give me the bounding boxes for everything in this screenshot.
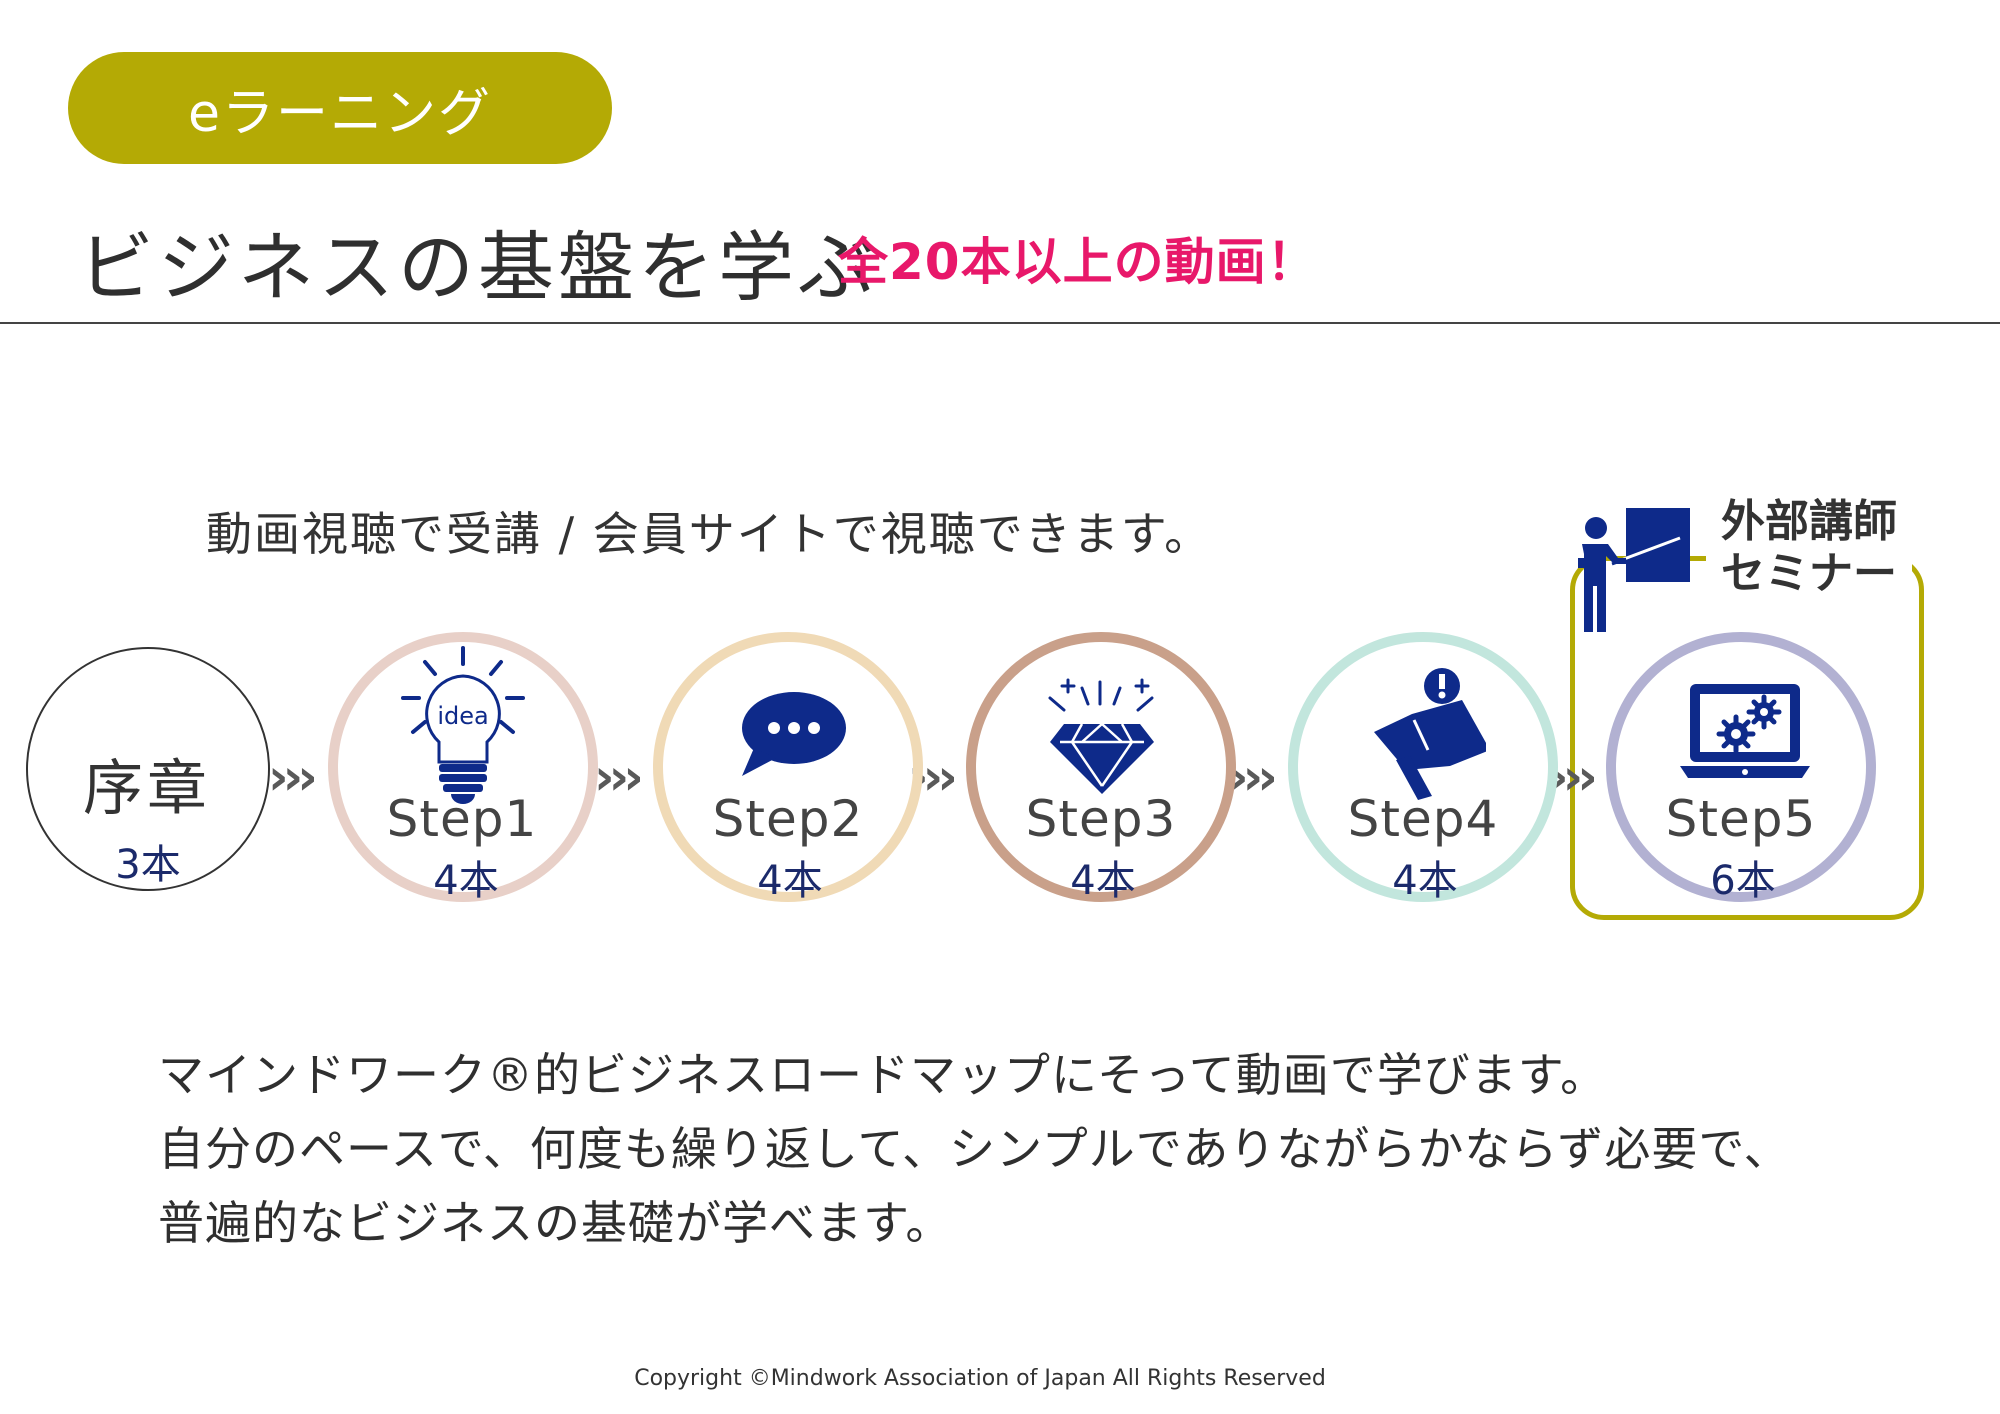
step3-count: 4本 xyxy=(1070,858,1136,904)
idea-text: idea xyxy=(437,702,488,730)
elearning-badge: eラーニング xyxy=(68,52,612,164)
speech-bubble-icon xyxy=(742,692,846,776)
copyright-footer: Copyright ©Mindwork Association of Japan… xyxy=(634,1366,1326,1391)
step4-circle xyxy=(1288,632,1558,902)
step3-circle xyxy=(966,632,1236,902)
subtitle: 動画視聴で受講 / 会員サイトで視聴できます。 xyxy=(206,507,1213,561)
highlight-text: 全20本以上の動画！ xyxy=(838,233,1318,291)
step5-label: Step5 xyxy=(1665,790,1817,848)
step1-label: Step1 xyxy=(386,790,538,848)
step2-label: Step2 xyxy=(712,790,864,848)
title-divider xyxy=(0,322,2000,324)
prologue-count: 3本 xyxy=(115,842,181,888)
prologue-label: 序章 xyxy=(83,754,211,824)
arrow-chevrons: ››› xyxy=(594,748,644,806)
lecturer-icon xyxy=(1578,508,1690,632)
laptop-gears-icon xyxy=(1680,684,1810,778)
step2-count: 4本 xyxy=(757,858,823,904)
seminar-label: 外部講師 セミナー xyxy=(1706,496,1912,600)
step1-count: 4本 xyxy=(433,858,499,904)
step3-label: Step3 xyxy=(1025,790,1177,848)
description-line: マインドワーク®的ビジネスロードマップにそって動画で学びます。 xyxy=(158,1048,1608,1102)
page-title: ビジネスの基盤を学ぶ xyxy=(78,223,878,312)
arrow-chevrons: ››› xyxy=(268,748,318,806)
arrow-chevrons: ››› xyxy=(1228,748,1278,806)
description-line: 自分のペースで、何度も繰り返して、シンプルでありながらかならず必要で、 xyxy=(158,1122,1791,1176)
step4-count: 4本 xyxy=(1392,858,1458,904)
step5-circle xyxy=(1606,632,1876,902)
seminar-line2: セミナー xyxy=(1706,548,1912,600)
description-line: 普遍的なビジネスの基礎が学べます。 xyxy=(158,1196,953,1250)
prologue-circle xyxy=(26,647,270,891)
description: マインドワーク®的ビジネスロードマップにそって動画で学びます。 自分のペースで、… xyxy=(158,1038,1791,1260)
seminar-line1: 外部講師 xyxy=(1706,496,1912,548)
step5-count: 6本 xyxy=(1710,858,1776,904)
megaphone-icon xyxy=(1374,668,1486,800)
lightbulb-icon: idea xyxy=(401,646,525,804)
step2-circle xyxy=(653,632,923,902)
step1-circle xyxy=(328,632,598,902)
step4-label: Step4 xyxy=(1347,790,1499,848)
diamond-icon xyxy=(1048,678,1154,794)
